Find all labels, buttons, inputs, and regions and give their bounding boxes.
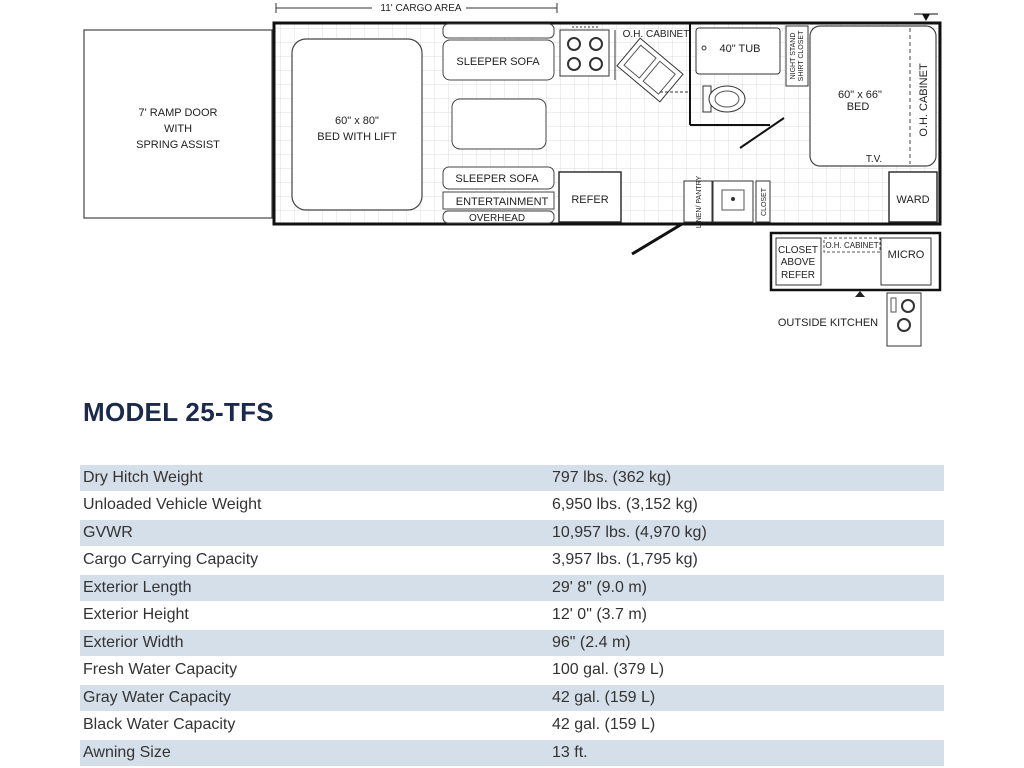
tub-drain-icon [701, 45, 707, 51]
spec-label: Unloaded Vehicle Weight [80, 491, 549, 520]
ramp-door-label-1: 7' RAMP DOOR [139, 107, 218, 119]
spec-label: Exterior Height [80, 601, 549, 630]
ramp-door-label-3: SPRING ASSIST [136, 139, 220, 151]
ramp-door-label-2: WITH [164, 123, 192, 135]
spec-label: Cargo Carrying Capacity [80, 546, 549, 575]
overhead-label: OVERHEAD [469, 213, 525, 224]
spec-value: 6,950 lbs. (3,152 kg) [549, 491, 944, 520]
night-stand-label: NIGHT STAND [790, 33, 797, 80]
trailer-outline [272, 21, 942, 226]
spec-label: Fresh Water Capacity [80, 656, 549, 685]
linen-pantry [683, 180, 713, 223]
spec-label: GVWR [80, 519, 549, 548]
bathtub [695, 27, 781, 75]
microwave [880, 237, 932, 286]
model-title: MODEL 25-TFS [83, 397, 274, 427]
spec-value: 3,957 lbs. (1,795 kg) [549, 546, 944, 575]
tv-label: T.V. [866, 154, 882, 165]
wardrobe [888, 171, 938, 223]
outside-kitchen-arrow-icon [855, 291, 865, 297]
outside-kitchen-icon [886, 292, 922, 347]
entertainment-label: ENTERTAINMENT [456, 196, 549, 208]
linen-pantry-label: LINEN/ PANTRY [696, 176, 703, 229]
spec-label: Dry Hitch Weight [80, 465, 549, 493]
spec-value: 42 gal. (159 L) [549, 711, 944, 740]
front-oh-cabinet-label: O.H. CABINET [918, 63, 930, 137]
refrigerator-label: REFER [571, 194, 608, 206]
spec-label: Exterior Width [80, 629, 549, 658]
entry-door [631, 222, 683, 256]
closet-above-refer-label-1: CLOSET [778, 245, 818, 256]
ramp-door [83, 29, 273, 219]
bath-closet-label: CLOSET [761, 187, 768, 216]
cargo-dimension-line [275, 3, 558, 13]
tub-label: 40" TUB [720, 43, 761, 55]
spec-value: 42 gal. (159 L) [549, 684, 944, 713]
table [451, 98, 547, 150]
sleeper-sofa-bottom [442, 166, 555, 190]
microwave-label: MICRO [888, 249, 925, 261]
spec-value: 100 gal. (379 L) [549, 656, 944, 685]
stove-icon [559, 26, 610, 77]
closet-above-refer-label-3: REFER [781, 270, 815, 281]
front-bed-size: 60" x 66" [838, 89, 882, 101]
closet-above-refer-label-2: ABOVE [781, 257, 816, 268]
kitchen-sink-icon [616, 37, 684, 103]
bath-closet [755, 180, 771, 223]
sleeper-sofa-top-label: SLEEPER SOFA [456, 56, 540, 68]
front-bed-label: BED [847, 101, 870, 113]
bathroom-door [739, 117, 785, 149]
sleeper-sofa-top-back [442, 23, 555, 39]
night-stand [785, 25, 809, 87]
toilet-icon [702, 85, 746, 113]
spec-value: 96" (2.4 m) [549, 629, 944, 658]
floorplan-diagram: 11' CARGO AREA 7' RAMP DOOR WITH SPRING … [83, 3, 942, 347]
spec-label: Exterior Length [80, 574, 549, 603]
spec-label: Gray Water Capacity [80, 684, 549, 713]
outside-oh-cabinet [823, 237, 881, 253]
outside-oh-cabinet-label: O.H. CABINET [825, 241, 878, 250]
spec-value: 29' 8" (9.0 m) [549, 574, 944, 603]
cargo-area-label: 11' CARGO AREA [380, 3, 462, 14]
spec-value: 10,957 lbs. (4,970 kg) [549, 519, 944, 548]
vanity-drain-icon [731, 197, 735, 201]
wardrobe-label: WARD [896, 194, 929, 206]
front-bed [809, 25, 937, 167]
spec-value: 13 ft. [549, 739, 944, 768]
spec-value: 797 lbs. (362 kg) [549, 465, 944, 493]
spec-value: 12' 0" (3.7 m) [549, 601, 944, 630]
bed-with-lift-label: BED WITH LIFT [317, 131, 397, 143]
refrigerator [558, 171, 622, 223]
sleeper-sofa-bottom-label: SLEEPER SOFA [455, 173, 539, 185]
outside-kitchen-label: OUTSIDE KITCHEN [778, 317, 878, 329]
spec-label: Awning Size [80, 739, 549, 768]
bed-with-lift-size: 60" x 80" [335, 115, 379, 127]
shirt-closet-label: SHIRT CLOSET [798, 30, 805, 81]
bed-with-lift [291, 38, 423, 211]
spec-label: Black Water Capacity [80, 711, 549, 740]
overhead-cabinet [442, 210, 555, 224]
oh-cabinet-kitchen-label: O.H. CABINET [623, 29, 690, 40]
entertainment-center [442, 191, 555, 210]
front-arrow-icon [922, 14, 930, 21]
sleeper-sofa-top [442, 39, 555, 81]
closet-above-refer [775, 237, 822, 286]
